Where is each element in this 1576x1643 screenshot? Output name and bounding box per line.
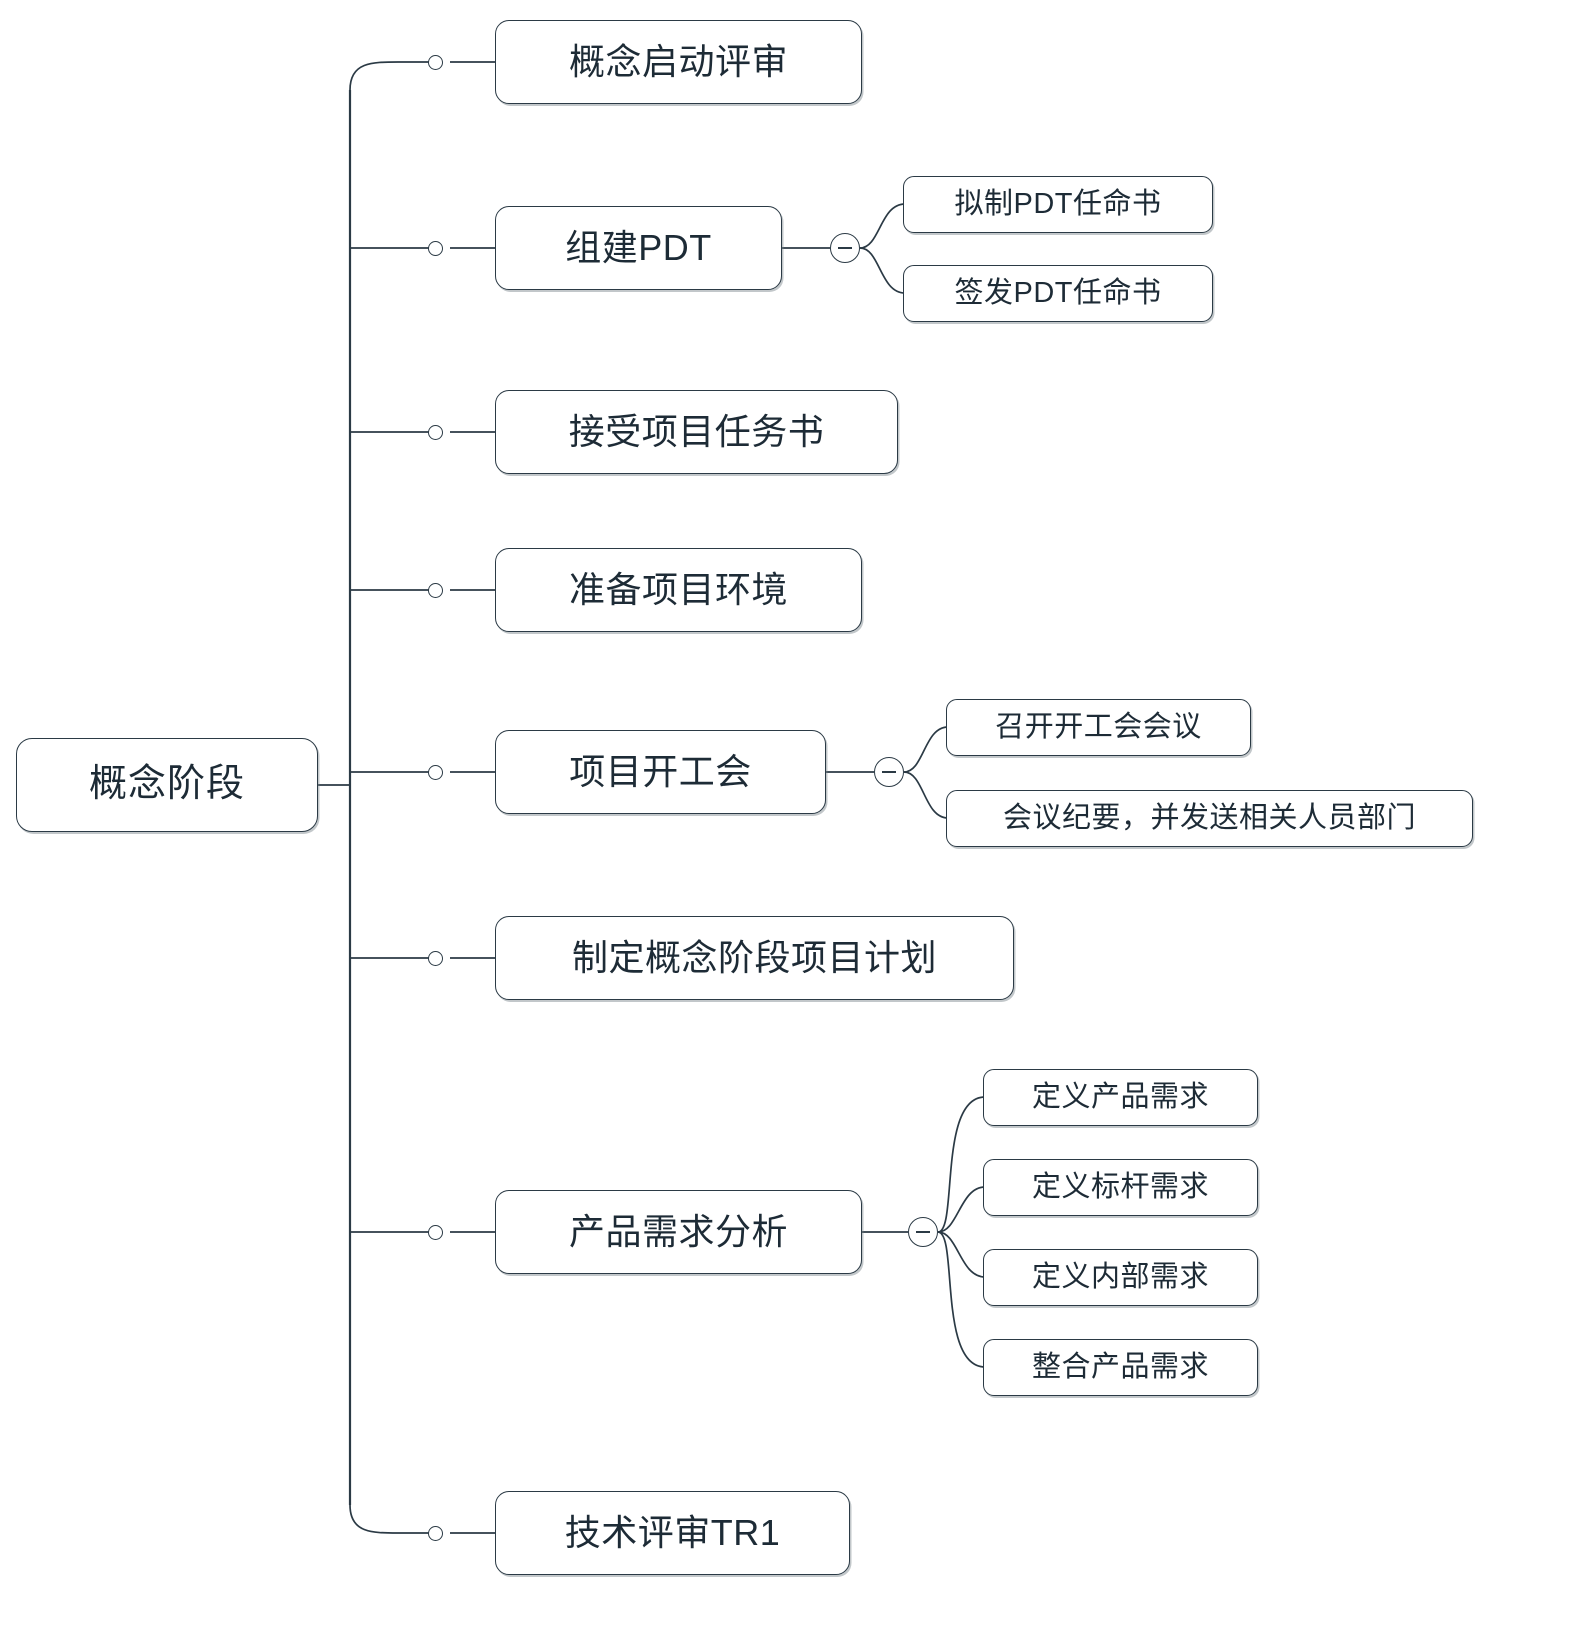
edge-branch-1 <box>349 61 435 91</box>
minus-icon <box>882 771 896 773</box>
edge-branch-8 <box>349 1504 435 1534</box>
edge-toggle-child-7-3 <box>937 1231 986 1278</box>
branch-node-label: 概念启动评审 <box>568 41 788 83</box>
leaf-node-draft-pdt-appointment[interactable]: 拟制PDT任命书 <box>903 176 1213 233</box>
branch-node-accept-project-charter[interactable]: 接受项目任务书 <box>495 390 898 474</box>
leaf-node-label: 签发PDT任命书 <box>954 276 1162 309</box>
edge-toggle-child-5-1 <box>903 726 949 773</box>
branch-node-concept-kickoff-review[interactable]: 概念启动评审 <box>495 20 862 104</box>
edge-toggle-child-2-1 <box>859 203 906 249</box>
branch-dot-5[interactable] <box>428 765 443 780</box>
branch-node-label: 准备项目环境 <box>568 569 788 611</box>
edge-toggle-child-7-4 <box>937 1231 986 1368</box>
leaf-node-label: 整合产品需求 <box>1031 1350 1209 1383</box>
leaf-node-label: 定义产品需求 <box>1031 1080 1209 1113</box>
branch-node-label: 制定概念阶段项目计划 <box>571 937 937 979</box>
root-node-label: 概念阶段 <box>88 763 245 806</box>
branch-dot-8[interactable] <box>428 1526 443 1541</box>
edge-toggle-child-7-2 <box>937 1186 986 1233</box>
collapse-toggle-form-pdt[interactable] <box>830 233 860 263</box>
collapse-toggle-product-requirements-analysis[interactable] <box>908 1217 938 1247</box>
leaf-node-define-benchmark-requirements[interactable]: 定义标杆需求 <box>983 1159 1258 1216</box>
edge-toggle-child-5-2 <box>903 771 949 819</box>
leaf-node-define-internal-requirements[interactable]: 定义内部需求 <box>983 1249 1258 1306</box>
leaf-node-label: 定义标杆需求 <box>1031 1170 1209 1203</box>
branch-node-prepare-project-environment[interactable]: 准备项目环境 <box>495 548 862 632</box>
leaf-node-label: 拟制PDT任命书 <box>954 187 1162 220</box>
branch-node-technical-review-tr1[interactable]: 技术评审TR1 <box>495 1491 850 1575</box>
branch-node-label: 接受项目任务书 <box>568 411 825 453</box>
branch-node-product-requirements-analysis[interactable]: 产品需求分析 <box>495 1190 862 1274</box>
collapse-toggle-project-kickoff-meeting[interactable] <box>874 757 904 787</box>
leaf-node-label: 召开开工会会议 <box>995 710 1202 743</box>
leaf-node-meeting-minutes-distribution[interactable]: 会议纪要，并发送相关人员部门 <box>946 790 1473 847</box>
branch-node-form-pdt[interactable]: 组建PDT <box>495 206 782 290</box>
leaf-node-label: 定义内部需求 <box>1031 1260 1209 1293</box>
leaf-node-define-product-requirements[interactable]: 定义产品需求 <box>983 1069 1258 1126</box>
branch-dot-3[interactable] <box>428 425 443 440</box>
minus-icon <box>916 1231 930 1233</box>
branch-dot-1[interactable] <box>428 55 443 70</box>
branch-node-concept-phase-project-plan[interactable]: 制定概念阶段项目计划 <box>495 916 1014 1000</box>
branch-node-project-kickoff-meeting[interactable]: 项目开工会 <box>495 730 826 814</box>
root-node[interactable]: 概念阶段 <box>16 738 318 832</box>
branch-node-label: 产品需求分析 <box>568 1211 788 1253</box>
leaf-node-label: 会议纪要，并发送相关人员部门 <box>1002 801 1416 834</box>
edge-toggle-child-2-2 <box>859 247 906 294</box>
branch-node-label: 组建PDT <box>565 227 712 269</box>
leaf-node-hold-kickoff-meeting[interactable]: 召开开工会会议 <box>946 699 1251 756</box>
leaf-node-integrate-product-requirements[interactable]: 整合产品需求 <box>983 1339 1258 1396</box>
branch-dot-4[interactable] <box>428 583 443 598</box>
edge-toggle-child-7-1 <box>937 1096 986 1233</box>
branch-dot-7[interactable] <box>428 1225 443 1240</box>
leaf-node-issue-pdt-appointment[interactable]: 签发PDT任命书 <box>903 265 1213 322</box>
branch-dot-2[interactable] <box>428 241 443 256</box>
minus-icon <box>838 247 852 249</box>
branch-dot-6[interactable] <box>428 951 443 966</box>
branch-node-label: 技术评审TR1 <box>564 1512 781 1554</box>
branch-node-label: 项目开工会 <box>569 751 752 793</box>
